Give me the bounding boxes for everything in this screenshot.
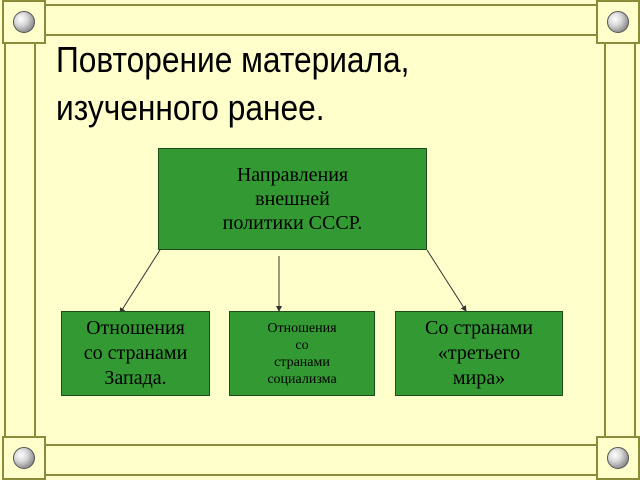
title-line-2: изученного ранее. (56, 87, 325, 128)
frame-right (604, 22, 636, 458)
diagram-child-west: Отношения со странами Запада. (61, 311, 210, 396)
corner-knob-icon (13, 11, 35, 33)
child-socialism-text: Отношения со странами социализма (267, 320, 337, 387)
root-node-text: Направления внешней политики СССР. (222, 164, 363, 234)
child-third-world-text: Со странами «третьего мира» (424, 317, 534, 389)
diagram-child-socialism: Отношения со странами социализма (229, 311, 375, 396)
diagram-child-third-world: Со странами «третьего мира» (395, 311, 563, 396)
frame-top (22, 4, 618, 36)
page-title: Повторение материала, изученного ранее. (56, 36, 514, 132)
diagram-root-node: Направления внешней политики СССР. (158, 148, 427, 250)
corner-bottom-left (2, 436, 46, 480)
corner-knob-icon (607, 11, 629, 33)
corner-knob-icon (607, 447, 629, 469)
connector-line-right (426, 249, 467, 312)
corner-top-left (2, 0, 46, 44)
child-west-text: Отношения со странами Запада. (83, 317, 188, 389)
corner-top-right (596, 0, 640, 44)
corner-bottom-right (596, 436, 640, 480)
frame-bottom (22, 444, 618, 476)
title-line-1: Повторение материала, (56, 39, 410, 80)
connector-line-left (119, 249, 161, 314)
corner-knob-icon (13, 447, 35, 469)
